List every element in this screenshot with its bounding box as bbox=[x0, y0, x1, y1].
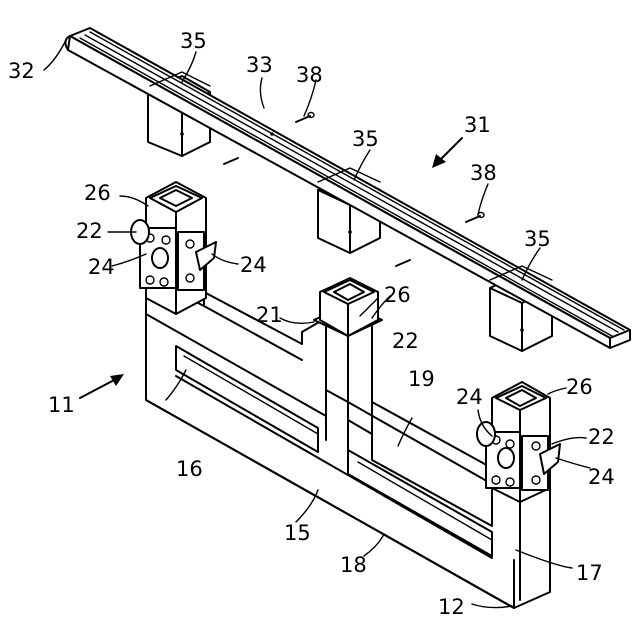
label-26-left: 26 bbox=[84, 181, 111, 205]
label-31: 31 bbox=[464, 113, 491, 137]
label-35-right: 35 bbox=[524, 227, 551, 251]
label-12: 12 bbox=[438, 595, 465, 619]
label-24-left-b: 24 bbox=[240, 253, 267, 277]
label-22-right: 22 bbox=[588, 425, 615, 449]
label-22-middle: 22 bbox=[392, 329, 419, 353]
post-26-left bbox=[131, 182, 216, 314]
label-24-right-b: 24 bbox=[588, 465, 615, 489]
label-19: 19 bbox=[408, 367, 435, 391]
label-26-right: 26 bbox=[566, 375, 593, 399]
label-35-middle: 35 bbox=[352, 127, 379, 151]
label-15: 15 bbox=[284, 521, 311, 545]
label-33: 33 bbox=[246, 53, 273, 77]
label-21: 21 bbox=[256, 303, 283, 327]
label-16: 16 bbox=[176, 457, 203, 481]
label-11: 11 bbox=[48, 393, 75, 417]
label-18: 18 bbox=[340, 553, 367, 577]
label-22-left: 22 bbox=[76, 219, 103, 243]
label-24-left-a: 24 bbox=[88, 255, 115, 279]
label-32: 32 bbox=[8, 59, 35, 83]
post-26-right bbox=[477, 382, 560, 502]
label-38-right: 38 bbox=[470, 161, 497, 185]
label-35-left: 35 bbox=[180, 29, 207, 53]
label-38-left: 38 bbox=[296, 63, 323, 87]
label-24-right-a: 24 bbox=[456, 385, 483, 409]
label-26-middle: 26 bbox=[384, 283, 411, 307]
label-17: 17 bbox=[576, 561, 603, 585]
